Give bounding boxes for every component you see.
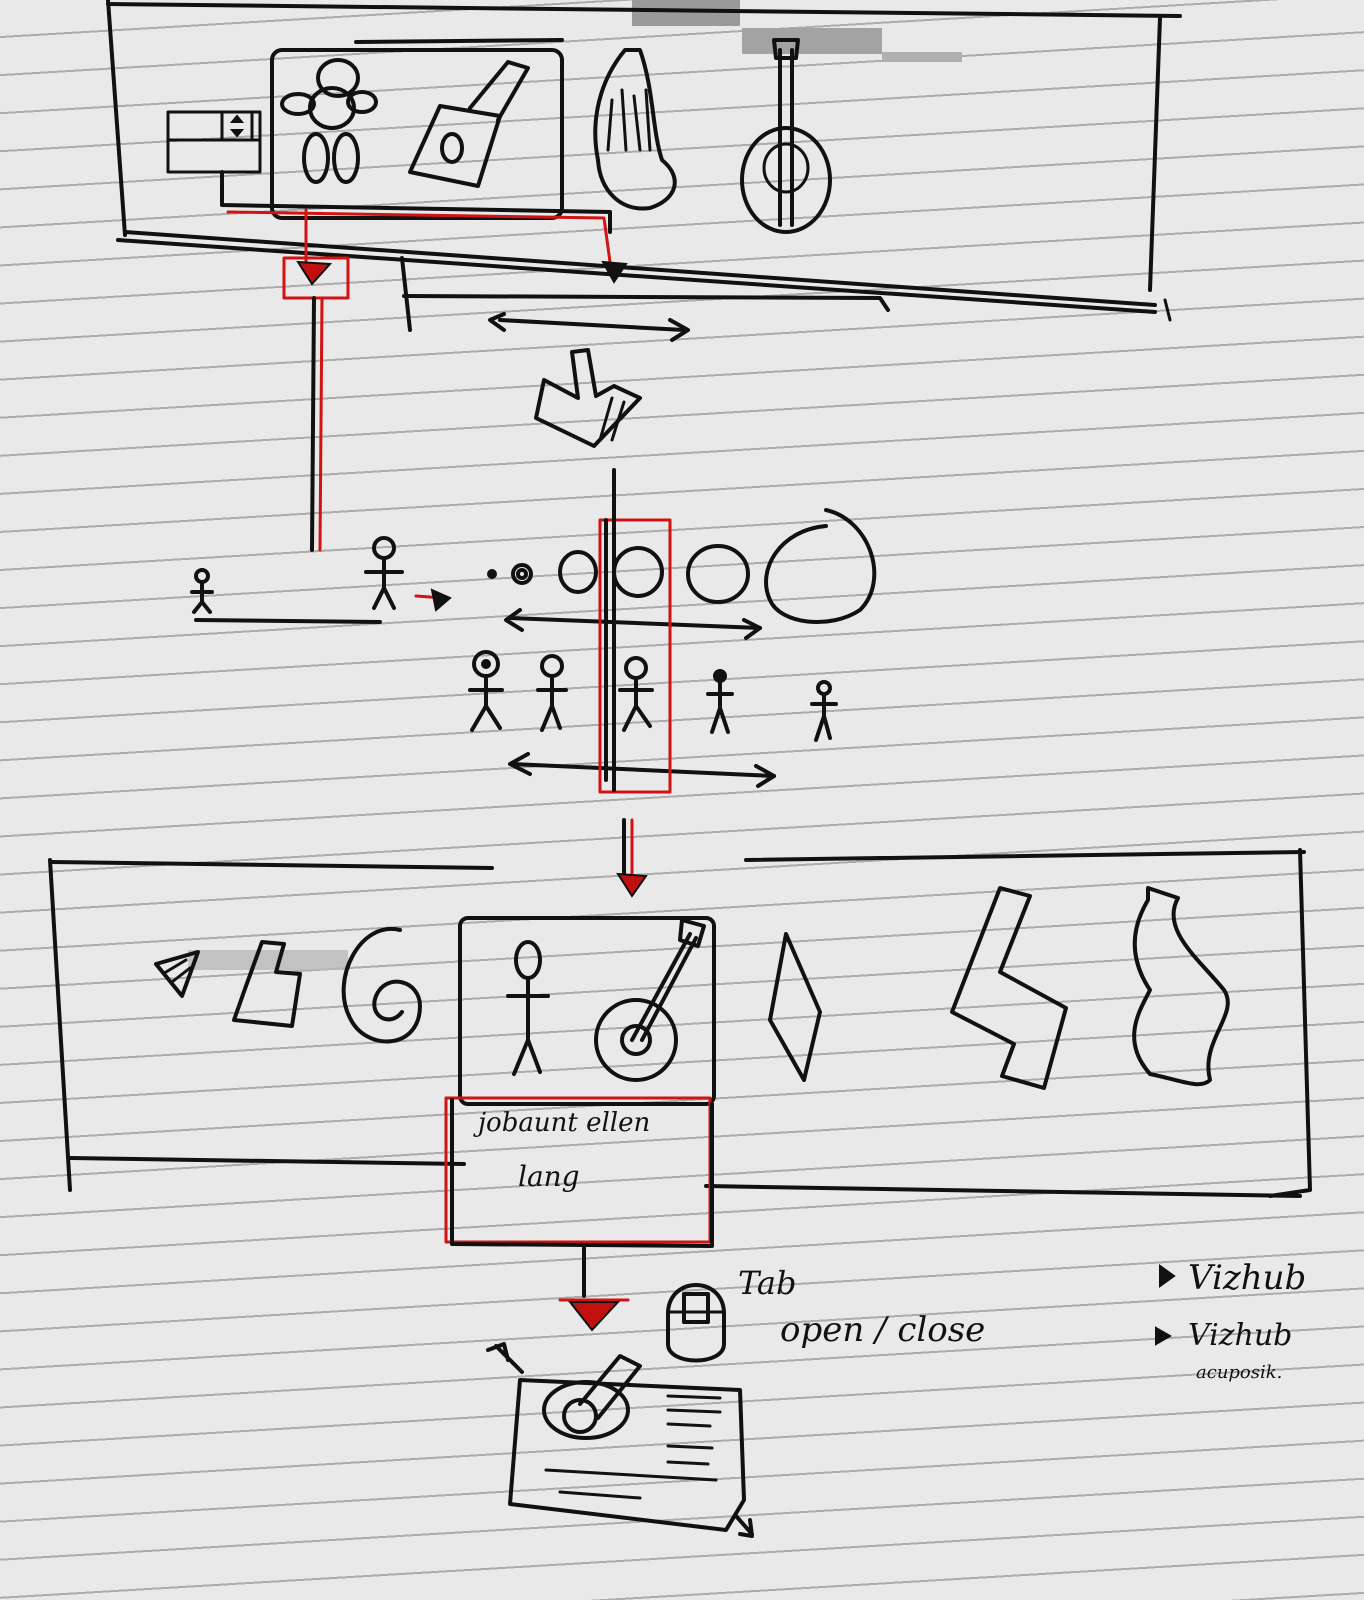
redaction-block [632, 0, 740, 26]
redaction-block [188, 950, 348, 970]
zoom-transition [190, 468, 877, 898]
play-bullet-icon [1159, 1264, 1176, 1288]
open-close-label: open / close [780, 1310, 986, 1350]
card-icon [408, 60, 530, 188]
bolt-icon [950, 886, 1068, 1090]
stick-figure-icon [706, 669, 734, 734]
zoom-label-line-1: jobaunt ellen [478, 1108, 651, 1138]
focus-column [598, 518, 672, 794]
stick-figure-icon [618, 656, 654, 732]
diamond-icon [768, 932, 822, 1082]
guitar-icon [594, 918, 706, 1082]
stick-figure-icon [536, 654, 568, 732]
bullet-item-2-subtext: acuposik. [1196, 1362, 1283, 1383]
wave-shape-icon [1132, 886, 1230, 1087]
stick-figure-icon [810, 680, 838, 742]
spiral-icon [341, 926, 422, 1044]
mouse-icon [666, 1283, 726, 1363]
bullet-item-2: Vizhub [1188, 1318, 1293, 1353]
zoom-label-line-2: lang [518, 1160, 580, 1193]
guitar-icon [740, 38, 832, 234]
stick-figure-icon [468, 650, 504, 732]
bullet-item-1: Vizhub [1188, 1258, 1307, 1298]
stick-figure-icon [364, 536, 404, 610]
redaction-block [882, 52, 962, 62]
play-bullet-icon [1155, 1326, 1173, 1346]
hand-cursor-icon[interactable] [534, 348, 642, 448]
stick-figure-icon [190, 568, 214, 614]
bowling-pin-icon [593, 48, 677, 211]
top-carousel-panel [106, 0, 1182, 448]
detail-popup [486, 1246, 754, 1538]
stepper-control[interactable] [166, 110, 262, 174]
flow-connector [318, 296, 324, 552]
bottom-carousel-panel [48, 848, 1312, 1248]
stick-figure-icon [506, 940, 550, 1076]
shape-icon [232, 940, 302, 1028]
tab-label: Tab [738, 1264, 797, 1302]
selected-card[interactable] [458, 916, 716, 1106]
redaction-block [742, 28, 882, 54]
small-flag-icon [154, 950, 200, 998]
player-icon [280, 58, 378, 184]
